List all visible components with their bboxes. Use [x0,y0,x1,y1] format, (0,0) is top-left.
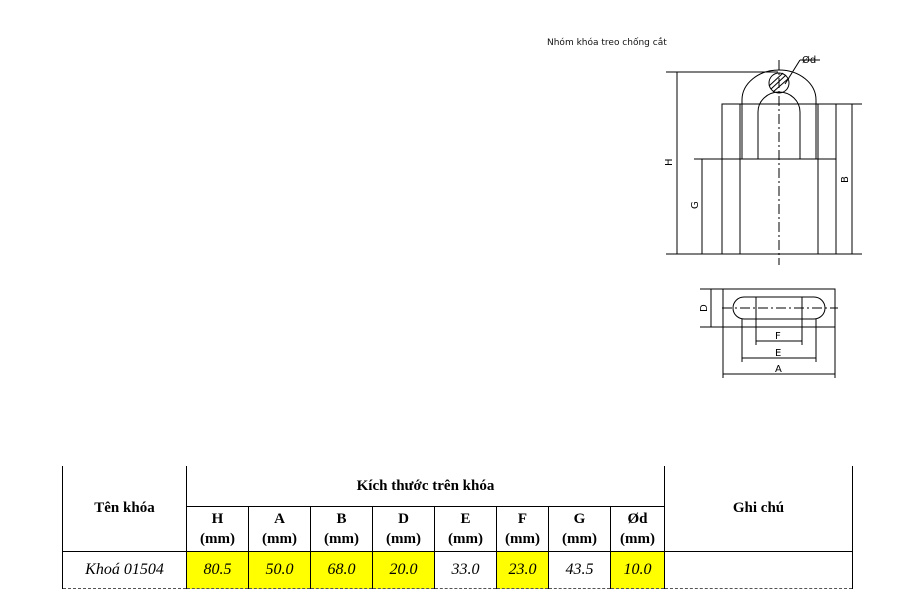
header-col-g: G(mm) [548,506,611,552]
dimension-table: Tên khóa Kích thước trên khóa Ghi chú H(… [62,466,853,589]
cell-od: 10.0 [610,551,665,589]
dim-label-d-depth: D [699,304,710,312]
dim-label-a: A [775,364,782,375]
header-col-f: F(mm) [496,506,549,552]
dim-label-g: G [690,201,701,209]
padlock-technical-drawing: Ød H G B D F E A [664,54,862,378]
header-col-d: D(mm) [372,506,435,552]
cell-b: 68.0 [310,551,373,589]
dim-label-h: H [664,158,675,166]
header-name: Tên khóa [62,466,187,552]
header-col-od: Ød(mm) [610,506,665,552]
cell-note [664,551,853,589]
header-col-a: A(mm) [248,506,311,552]
drawing-caption: Nhóm khóa treo chống cắt [547,38,667,48]
header-dimensions: Kích thước trên khóa [186,466,665,507]
header-col-h: H(mm) [186,506,249,552]
header-col-e: E(mm) [434,506,497,552]
shackle [741,69,817,159]
cell-a: 50.0 [248,551,311,589]
dim-label-f: F [775,331,781,342]
cell-d: 20.0 [372,551,435,589]
cell-e: 33.0 [434,551,497,589]
row-name: Khoá 01504 [62,551,187,589]
header-col-b: B(mm) [310,506,373,552]
cell-g: 43.5 [548,551,611,589]
dim-label-b: B [840,176,851,183]
dim-label-e: E [775,348,781,359]
cell-h: 80.5 [186,551,249,589]
table-row: Khoá 01504 80.5 50.0 68.0 20.0 33.0 23.0… [62,551,853,589]
cell-f: 23.0 [496,551,549,589]
dim-label-d: Ød [802,54,816,66]
header-note: Ghi chú [664,466,853,552]
